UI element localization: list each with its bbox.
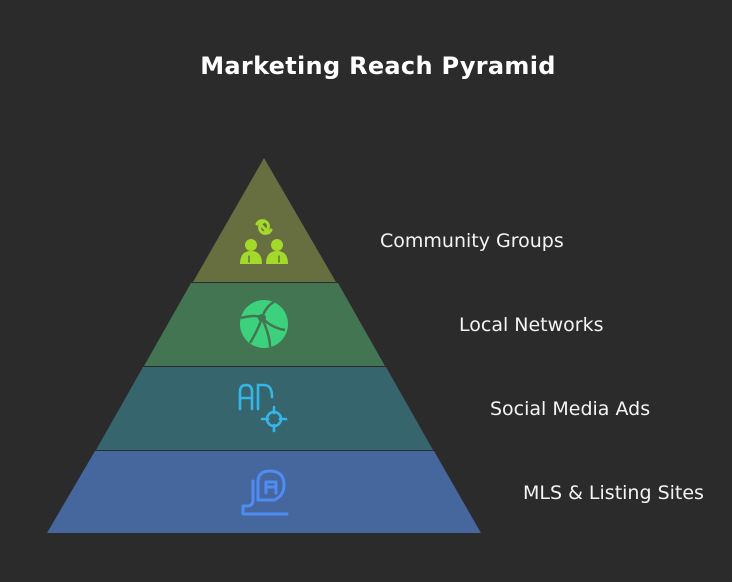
tier-mls-listing-sites [47,451,481,533]
tier-label-local-networks: Local Networks [459,314,604,336]
tier-label-social-media-ads: Social Media Ads [490,398,651,420]
tier-label-mls-listing-sites: MLS & Listing Sites [523,482,704,504]
ad-target-icon [238,383,288,433]
listing-chat-icon [241,469,289,516]
tier-label-community-groups: Community Groups [380,230,564,252]
community-link-icon [240,219,288,264]
tier-social-media-ads [96,367,433,450]
diagram-title: Marketing Reach Pyramid [200,52,556,80]
globe-network-icon [240,300,288,348]
